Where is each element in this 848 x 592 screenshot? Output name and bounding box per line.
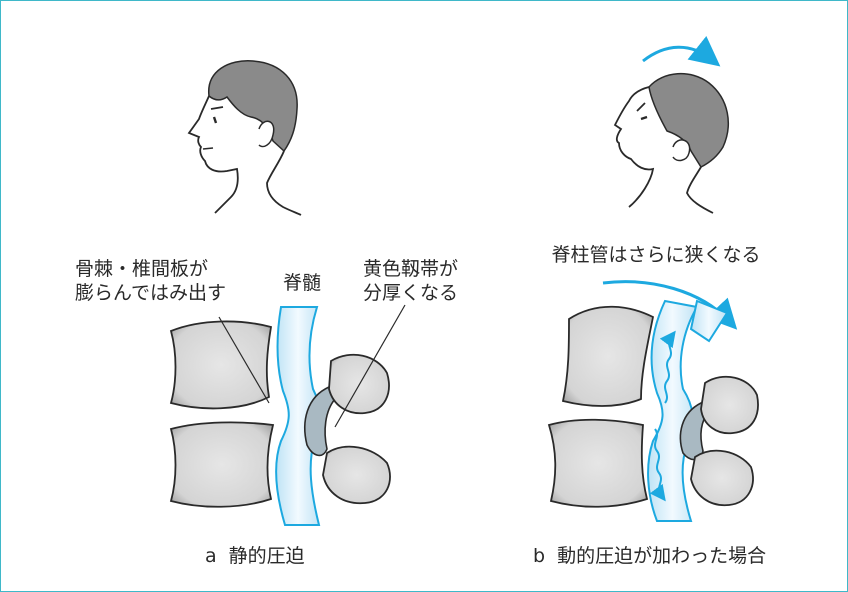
label-ligament: 黄色靱帯が 分厚くなる	[363, 257, 458, 305]
label-ligament-line1: 黄色靱帯が	[363, 257, 458, 281]
caption-b-text: 動的圧迫が加わった場合	[557, 545, 766, 567]
lamina-upper	[329, 355, 389, 413]
caption-a-letter: a	[205, 545, 217, 567]
label-ligament-line2: 分厚くなる	[363, 281, 458, 305]
label-spinal-cord: 脊髄	[283, 271, 321, 295]
label-canal-narrowing: 脊柱管はさらに狭くなる	[521, 243, 791, 267]
spine-dynamic	[549, 282, 758, 521]
label-osteophyte-line1: 骨棘・椎間板が	[75, 257, 226, 281]
lamina-lower	[323, 447, 390, 504]
head-upright	[189, 61, 301, 215]
label-osteophyte-line2: 膨らんではみ出す	[75, 281, 226, 305]
lamina-upper-b	[701, 377, 758, 433]
caption-b-letter: b	[533, 545, 545, 567]
vertebra-lower-b	[549, 420, 647, 507]
vertebra-upper	[171, 321, 271, 408]
caption-b: b 動的圧迫が加わった場合	[533, 544, 766, 568]
head-extended	[615, 74, 728, 213]
label-osteophyte: 骨棘・椎間板が 膨らんではみ出す	[75, 257, 226, 305]
vertebra-upper-b	[563, 307, 653, 406]
caption-a-text: 静的圧迫	[229, 545, 305, 567]
lamina-lower-b	[691, 451, 753, 506]
rotation-arrow	[643, 47, 711, 61]
caption-a: a 静的圧迫	[205, 544, 305, 568]
vertebra-lower	[171, 422, 273, 506]
spine-static	[171, 305, 405, 525]
